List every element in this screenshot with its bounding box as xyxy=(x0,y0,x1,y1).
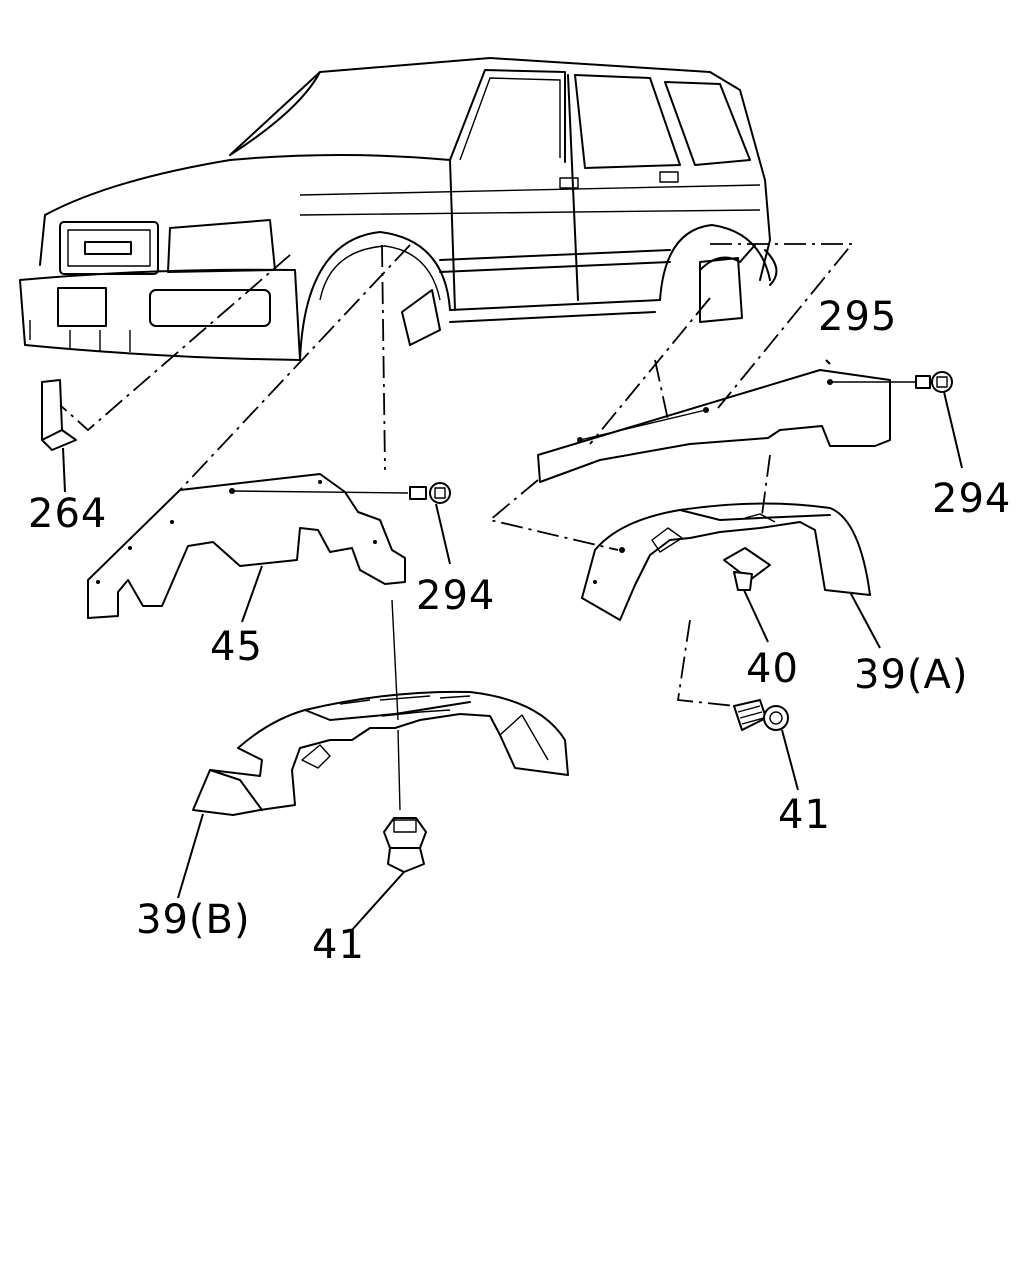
liner-39b xyxy=(192,690,569,816)
screw-294-left xyxy=(409,482,451,504)
label-40: 40 xyxy=(746,646,799,692)
screw-294-right xyxy=(915,371,953,393)
label-294-right: 294 xyxy=(932,476,1011,522)
label-39b: 39(B) xyxy=(136,897,251,943)
liner-39a xyxy=(581,502,871,621)
label-39a: 39(A) xyxy=(854,652,968,698)
splash-shield-295 xyxy=(537,369,891,483)
vehicle-illustration xyxy=(19,57,778,361)
label-45: 45 xyxy=(210,624,263,670)
label-41-left: 41 xyxy=(312,922,365,968)
mudguard-45 xyxy=(87,473,406,619)
label-41-right: 41 xyxy=(778,792,831,838)
clip-41-left xyxy=(383,817,427,873)
label-294-left: 294 xyxy=(416,573,495,619)
clip-41-right xyxy=(733,699,789,731)
bracket-264 xyxy=(41,379,77,451)
label-264: 264 xyxy=(28,491,107,537)
label-295: 295 xyxy=(818,294,897,340)
clip-40 xyxy=(723,547,771,591)
